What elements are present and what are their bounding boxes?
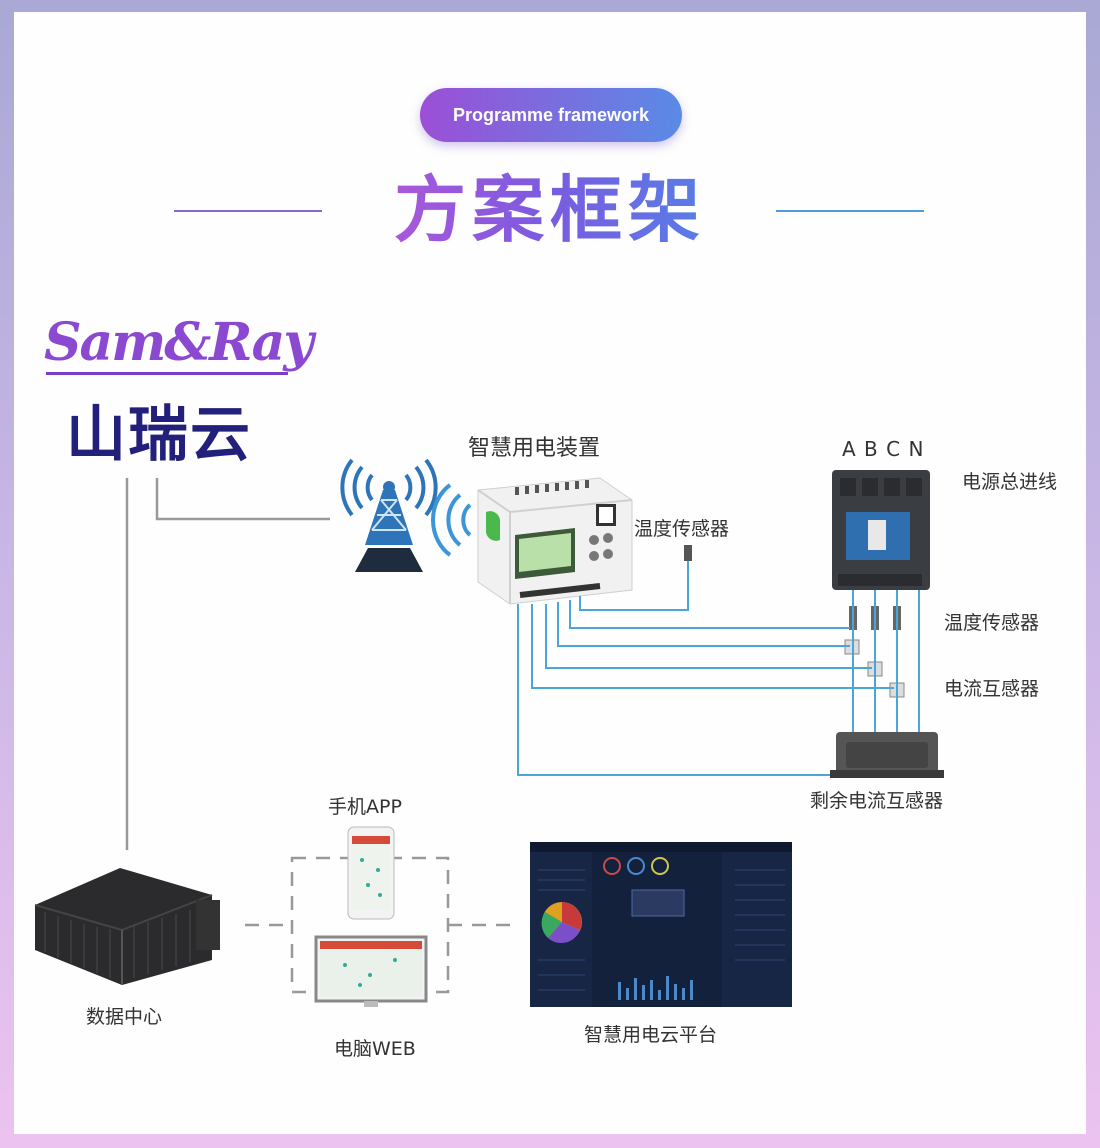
label-current-transformer: 电流互感器	[944, 678, 1040, 700]
label-temp-sensor-breaker: 温度传感器	[944, 612, 1040, 634]
page-title: 方案框架	[360, 160, 740, 260]
label-residual-ct: 剩余电流互感器	[810, 790, 944, 812]
server-rack-icon	[34, 868, 220, 985]
circuit-breaker	[832, 470, 930, 590]
section-pill: Programme framework	[420, 88, 682, 142]
residual-current-transformer	[830, 732, 944, 778]
wiring	[517, 590, 920, 776]
title-left-rule	[174, 210, 322, 212]
brand-logo: Sam&Ray	[44, 312, 314, 373]
label-cloud-platform: 智慧用电云平台	[584, 1024, 718, 1046]
brand-underline	[46, 372, 288, 375]
monitor-icon	[314, 935, 428, 1007]
dashboard-screenshot	[530, 842, 792, 1007]
smartphone-icon	[347, 826, 395, 920]
device-signal-icon	[431, 483, 472, 557]
gray-connectors	[125, 478, 330, 850]
title-right-rule	[776, 210, 924, 212]
antenna-tower-icon	[340, 458, 438, 572]
brand-name: 山瑞云	[66, 400, 252, 470]
smart-meter-device	[477, 477, 633, 605]
label-data-center: 数据中心	[86, 1006, 163, 1028]
temp-probe-icon	[579, 545, 692, 611]
label-power-inlet: 电源总进线	[962, 471, 1058, 493]
label-mobile-app: 手机APP	[328, 796, 402, 818]
label-pc-web: 电脑WEB	[334, 1038, 416, 1060]
label-device: 智慧用电装置	[468, 436, 601, 461]
label-temp-sensor-device: 温度传感器	[634, 518, 730, 540]
label-phases: A B C N	[842, 437, 925, 461]
